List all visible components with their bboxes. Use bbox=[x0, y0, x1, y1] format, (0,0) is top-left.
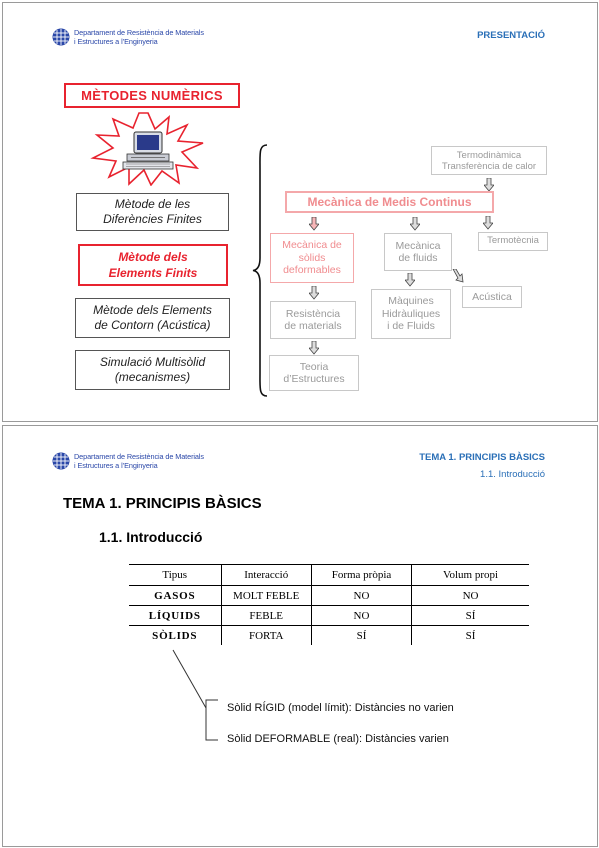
solids-line: sòlids bbox=[298, 251, 326, 264]
upc-grid-logo-icon bbox=[52, 452, 70, 470]
acustica-label: Acústica bbox=[472, 290, 512, 303]
arrow-down-icon bbox=[309, 341, 319, 355]
table-cell: FORTA bbox=[220, 625, 312, 645]
machines-line: Màquines bbox=[388, 295, 434, 308]
termotecnia-label: Termotècnia bbox=[487, 235, 539, 247]
arrow-down-icon bbox=[309, 217, 319, 231]
fluids-line: Mecànica bbox=[395, 239, 441, 252]
table-header: Volum propi bbox=[411, 564, 529, 586]
table-header: Tipus bbox=[129, 564, 221, 586]
table-cell: SÒLIDS bbox=[152, 629, 198, 642]
table-cell: NO bbox=[310, 585, 412, 606]
table-header: Interacció bbox=[220, 564, 312, 586]
termotecnia-box: Termotècnia bbox=[478, 232, 548, 251]
arrow-down-icon bbox=[309, 286, 319, 300]
thermo-line: Termodinàmica bbox=[456, 149, 522, 161]
page-subtitle: 1.1. Introducció bbox=[99, 529, 203, 545]
fluids-line: de fluids bbox=[398, 252, 438, 264]
table-cell: GASOS bbox=[129, 585, 221, 606]
section-subtitle: 1.1. Introducció bbox=[480, 469, 545, 480]
continuum-label: Mecànica de Medis Continus bbox=[307, 195, 472, 209]
structures-line: Teoria bbox=[299, 360, 329, 373]
note-rigid-solid: Sòlid RÍGID (model límit): Distàncies no… bbox=[227, 702, 454, 714]
structures-line: d’Estructures bbox=[283, 373, 345, 385]
methods-title: MÈTODES NUMÈRICS bbox=[64, 83, 240, 108]
method-multibody: Simulació Multisòlid(mecanismes) bbox=[75, 350, 230, 390]
section-title: TEMA 1. PRINCIPIS BÀSICS bbox=[419, 452, 545, 463]
connector-bracket bbox=[172, 649, 218, 741]
method-line: Mètode dels bbox=[118, 250, 188, 264]
table-cell: NO bbox=[310, 605, 412, 626]
resistencia-line: de materials bbox=[284, 320, 342, 332]
table-row: SÒLIDS FORTA SÍ SÍ bbox=[129, 625, 529, 645]
arrow-diagonal-icon bbox=[452, 269, 464, 283]
table-cell: SÍ bbox=[411, 625, 529, 645]
arrow-down-icon bbox=[405, 273, 415, 287]
table-cell: FEBLE bbox=[220, 605, 312, 626]
thermo-line: Transferència de calor bbox=[441, 160, 537, 172]
method-line: de Contorn (Acústica) bbox=[94, 318, 211, 332]
method-line: Diferències Finites bbox=[103, 212, 202, 226]
method-line: (mecanismes) bbox=[114, 370, 191, 384]
method-line: Mètode dels Elements bbox=[93, 303, 212, 317]
method-line: Elements Finits bbox=[108, 266, 198, 280]
solids-line: deformables bbox=[283, 264, 341, 277]
table-cell: NO bbox=[411, 585, 529, 606]
department-line-1: Departament de Resistència de Materials bbox=[74, 452, 204, 461]
upc-grid-logo-icon bbox=[52, 28, 70, 46]
department-name: Departament de Resistència de Materials … bbox=[74, 28, 204, 46]
acoustics-box: Acústica bbox=[462, 286, 522, 308]
machines-line: Hidràuliques bbox=[381, 307, 441, 320]
arrow-down-icon bbox=[483, 216, 493, 230]
table-row: GASOS MOLT FEBLE NO NO bbox=[129, 585, 529, 606]
continuum-mechanics-box: Mecànica de Medis Continus bbox=[285, 191, 494, 213]
section-title: PRESENTACIÓ bbox=[477, 30, 545, 41]
slide-presentacio: Departament de Resistència de Materials … bbox=[2, 2, 598, 422]
resistencia-line: Resistència bbox=[285, 307, 341, 320]
table-cell: LÍQUIDS bbox=[129, 605, 221, 626]
computer-starburst-icon bbox=[90, 112, 204, 186]
table-header-row: Tipus Interacció Forma pròpia Volum prop… bbox=[129, 564, 529, 586]
slide-principis-basics: Departament de Resistència de Materials … bbox=[2, 425, 598, 847]
arrow-down-icon bbox=[410, 217, 420, 231]
table-row: LÍQUIDS FEBLE NO SÍ bbox=[129, 605, 529, 626]
solids-line: Mecànica de bbox=[282, 239, 342, 252]
methods-title-label: MÈTODES NUMÈRICS bbox=[81, 88, 223, 103]
department-line-2: i Estructures a l’Enginyeria bbox=[74, 37, 158, 46]
table-cell: SÍ bbox=[310, 625, 412, 645]
table-cell: SÍ bbox=[411, 605, 529, 626]
machines-line: i de Fluids bbox=[387, 320, 435, 333]
states-of-matter-table: Tipus Interacció Forma pròpia Volum prop… bbox=[129, 564, 529, 645]
table-header: Forma pròpia bbox=[310, 564, 412, 586]
department-name: Departament de Resistència de Materials … bbox=[74, 452, 204, 470]
method-line: Simulació Multisòlid bbox=[99, 355, 206, 369]
note-deformable-solid: Sòlid DEFORMABLE (real): Distàncies vari… bbox=[227, 733, 449, 745]
table-cell: MOLT FEBLE bbox=[220, 585, 312, 606]
arrow-down-icon bbox=[484, 178, 494, 192]
curly-brace-icon bbox=[252, 144, 268, 397]
method-line: Mètode de les bbox=[114, 197, 191, 211]
department-line-1: Departament de Resistència de Materials bbox=[74, 28, 204, 37]
page-title: TEMA 1. PRINCIPIS BÀSICS bbox=[63, 495, 262, 512]
department-line-2: i Estructures a l’Enginyeria bbox=[74, 461, 158, 470]
